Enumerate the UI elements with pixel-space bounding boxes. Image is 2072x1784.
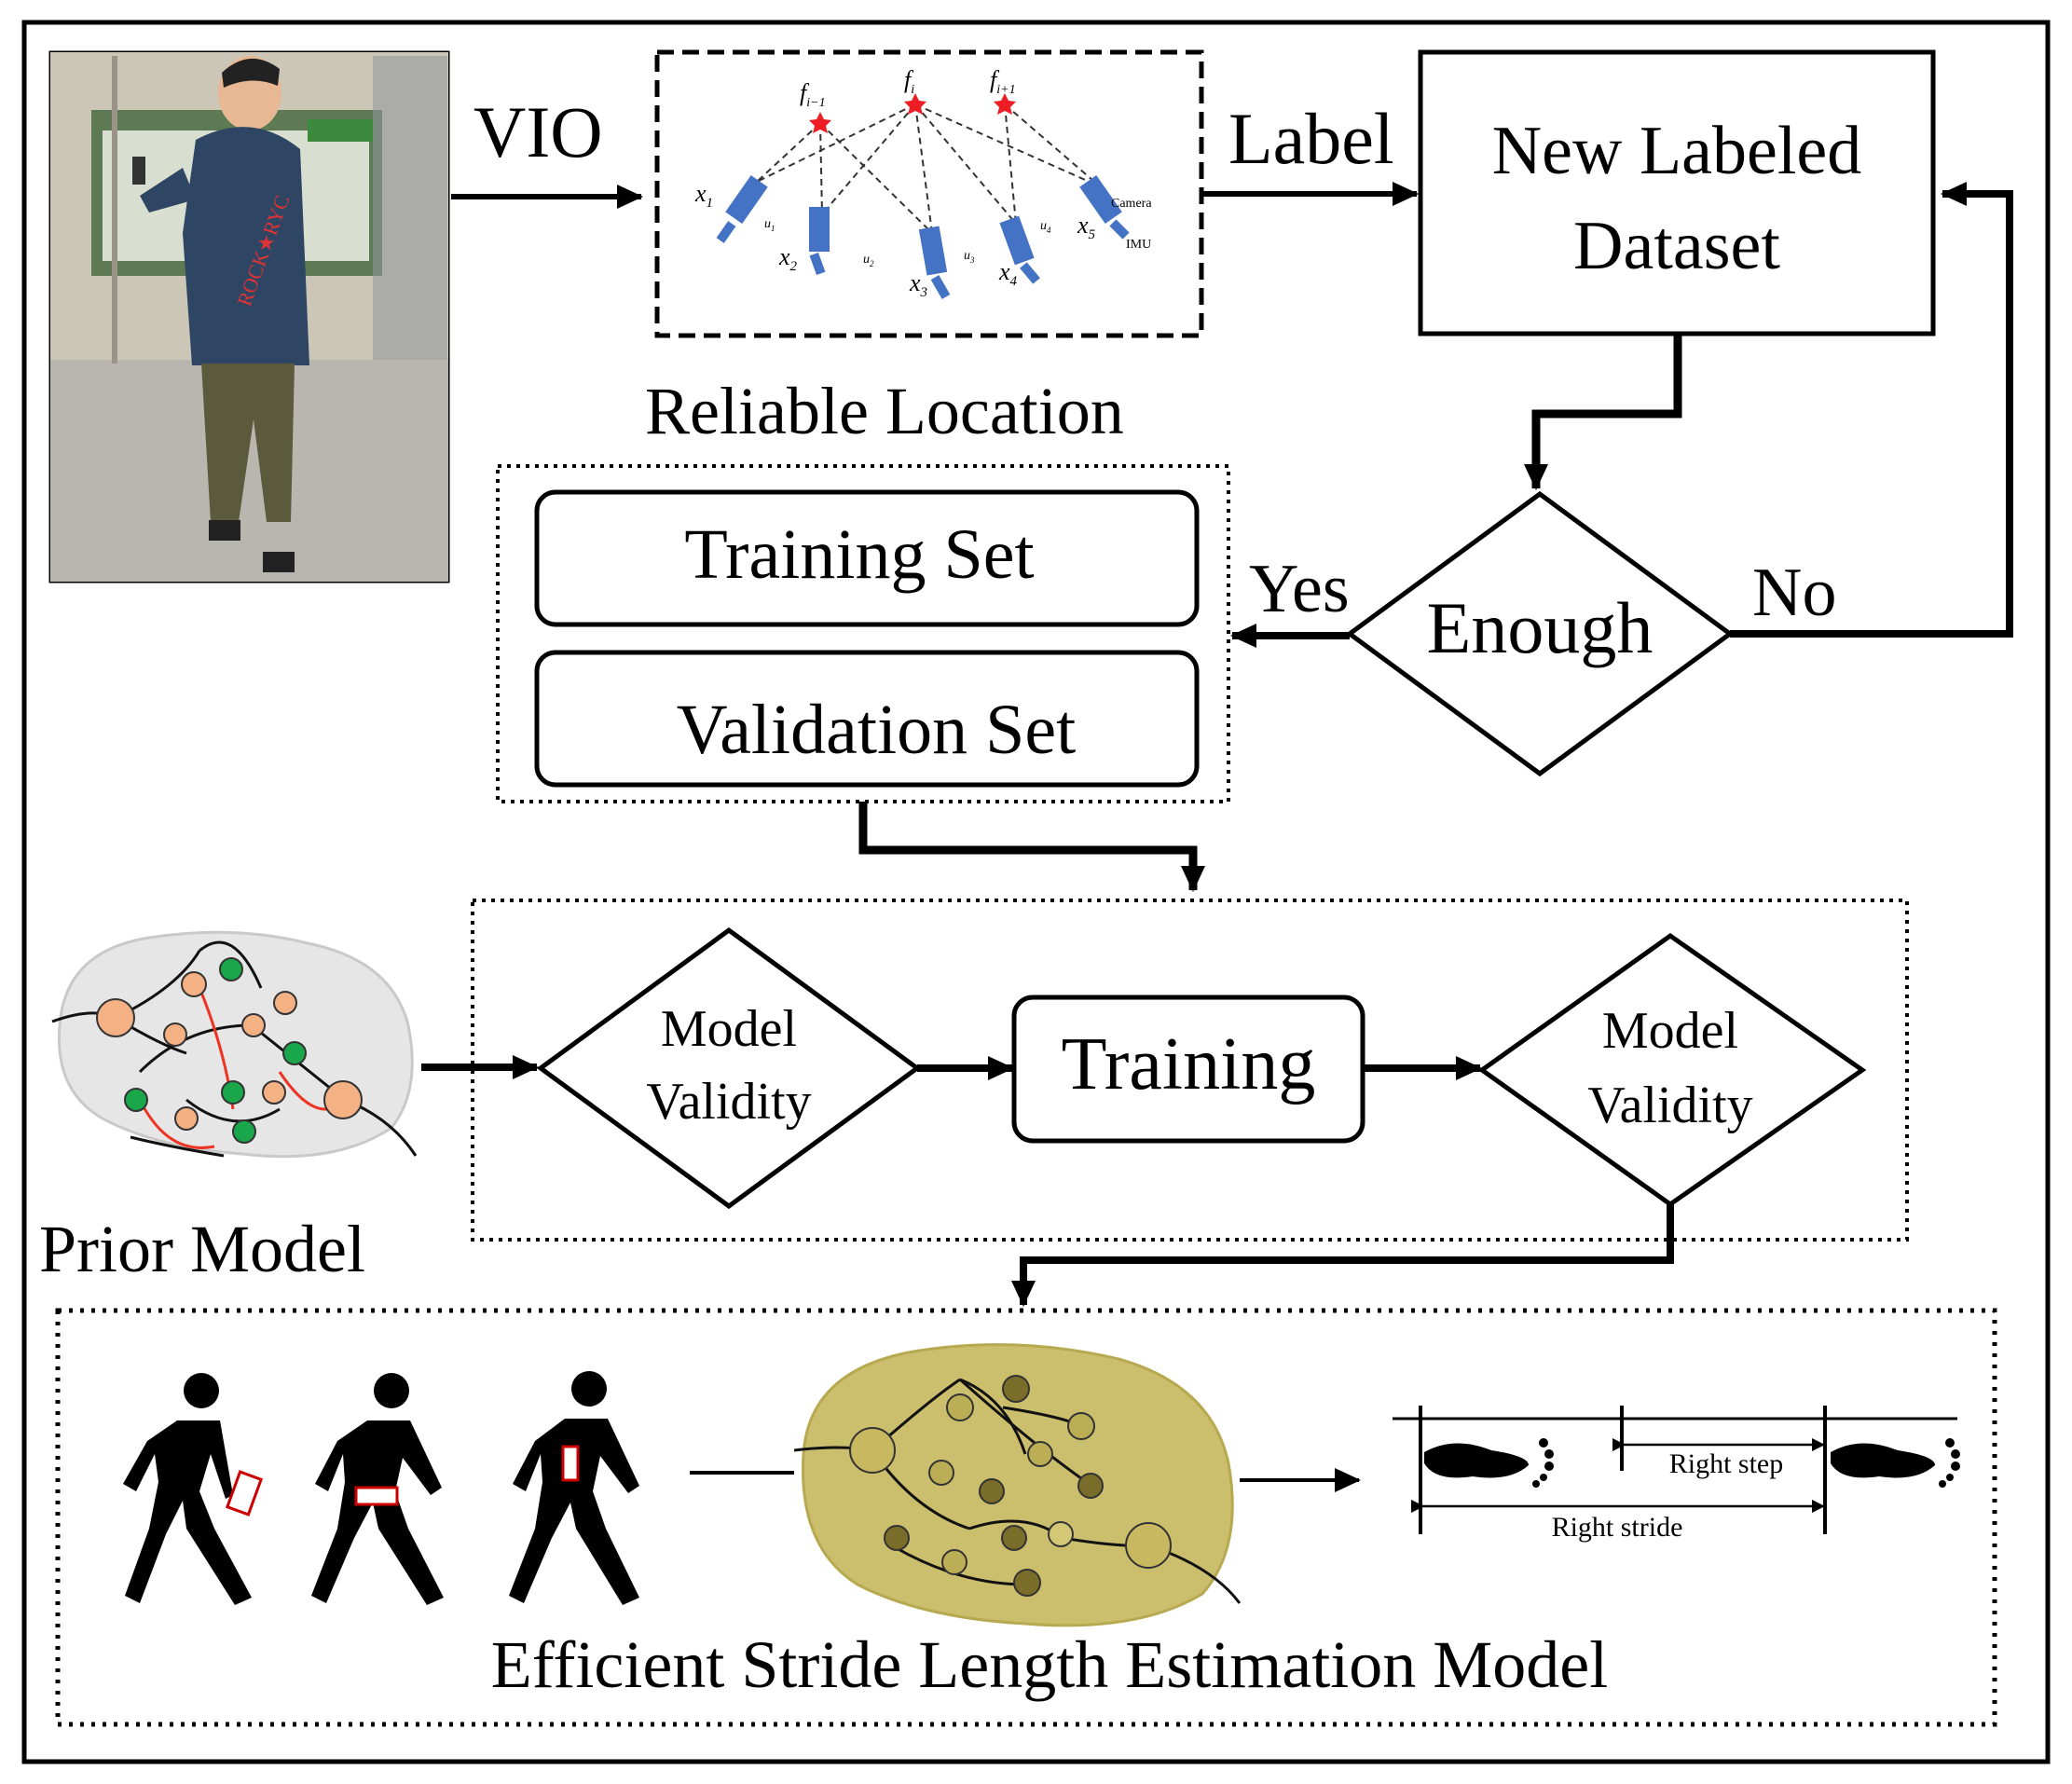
pose-label: x3 bbox=[909, 269, 927, 300]
walker-icon-hand bbox=[123, 1373, 264, 1605]
new-labeled-dataset-box bbox=[1418, 49, 1936, 336]
no-label: No bbox=[1752, 555, 1836, 631]
svg-text:IMU: IMU bbox=[1126, 238, 1151, 252]
label-arrow-text: Label bbox=[1228, 98, 1394, 179]
svg-text:fi: fi bbox=[904, 66, 914, 97]
validation-set-box bbox=[534, 650, 1200, 788]
model-validity-1 bbox=[536, 926, 922, 1210]
prior-model-brain bbox=[51, 930, 418, 1159]
validation-set-label: Validation Set bbox=[677, 691, 1077, 769]
validity2-line1: Model bbox=[1602, 1002, 1738, 1060]
dataset-split-box bbox=[496, 464, 1230, 803]
svg-text:u4: u4 bbox=[1040, 219, 1051, 235]
training-label: Training bbox=[1062, 1023, 1316, 1105]
training-set-label: Training Set bbox=[684, 515, 1034, 594]
person-photo: ROCK★RYC bbox=[48, 50, 450, 583]
output-model-title: Efficient Stride Length Estimation Model bbox=[491, 1627, 1608, 1702]
yes-label: Yes bbox=[1249, 551, 1350, 627]
svg-text:Camera: Camera bbox=[1111, 197, 1152, 211]
validity1-line1: Model bbox=[661, 1000, 797, 1058]
validity1-line2: Validity bbox=[646, 1073, 811, 1131]
walker-icon-chest bbox=[509, 1371, 639, 1605]
svg-text:u3: u3 bbox=[964, 249, 975, 265]
svg-text:fi−1: fi−1 bbox=[800, 79, 826, 110]
stride-model-brain bbox=[793, 1343, 1242, 1627]
enough-decision bbox=[1345, 490, 1735, 777]
reliable-location-box bbox=[654, 49, 1204, 338]
svg-text:u2: u2 bbox=[863, 253, 874, 268]
training-set-box bbox=[534, 489, 1200, 627]
factor-graph: fi−1 fi fi+1 x1 x2 x3 x4 x5 u1 u2 u3 u4 … bbox=[694, 66, 1152, 300]
pose-label: x5 bbox=[1077, 212, 1096, 242]
right-step-label: Right step bbox=[1669, 1448, 1784, 1479]
dataset-line1: New Labeled bbox=[1492, 113, 1862, 189]
outer-frame bbox=[21, 20, 2051, 1764]
reliable-location-caption: Reliable Location bbox=[645, 374, 1124, 448]
pose-label: x4 bbox=[998, 258, 1018, 289]
validity2-line2: Validity bbox=[1587, 1077, 1752, 1134]
stride-diagram: Right step Right stride bbox=[1393, 1406, 1960, 1543]
svg-text:u1: u1 bbox=[764, 217, 775, 233]
svg-text:fi+1: fi+1 bbox=[990, 66, 1016, 97]
vio-label: VIO bbox=[473, 91, 603, 172]
enough-label: Enough bbox=[1427, 587, 1653, 668]
right-stride-label: Right stride bbox=[1552, 1512, 1683, 1543]
pose-label: x1 bbox=[694, 180, 713, 211]
dataset-line2: Dataset bbox=[1573, 208, 1780, 284]
walker-icon-pocket bbox=[311, 1373, 444, 1605]
pose-label: x2 bbox=[778, 243, 798, 274]
model-validity-2 bbox=[1477, 932, 1867, 1208]
prior-model-caption: Prior Model bbox=[39, 1212, 365, 1286]
